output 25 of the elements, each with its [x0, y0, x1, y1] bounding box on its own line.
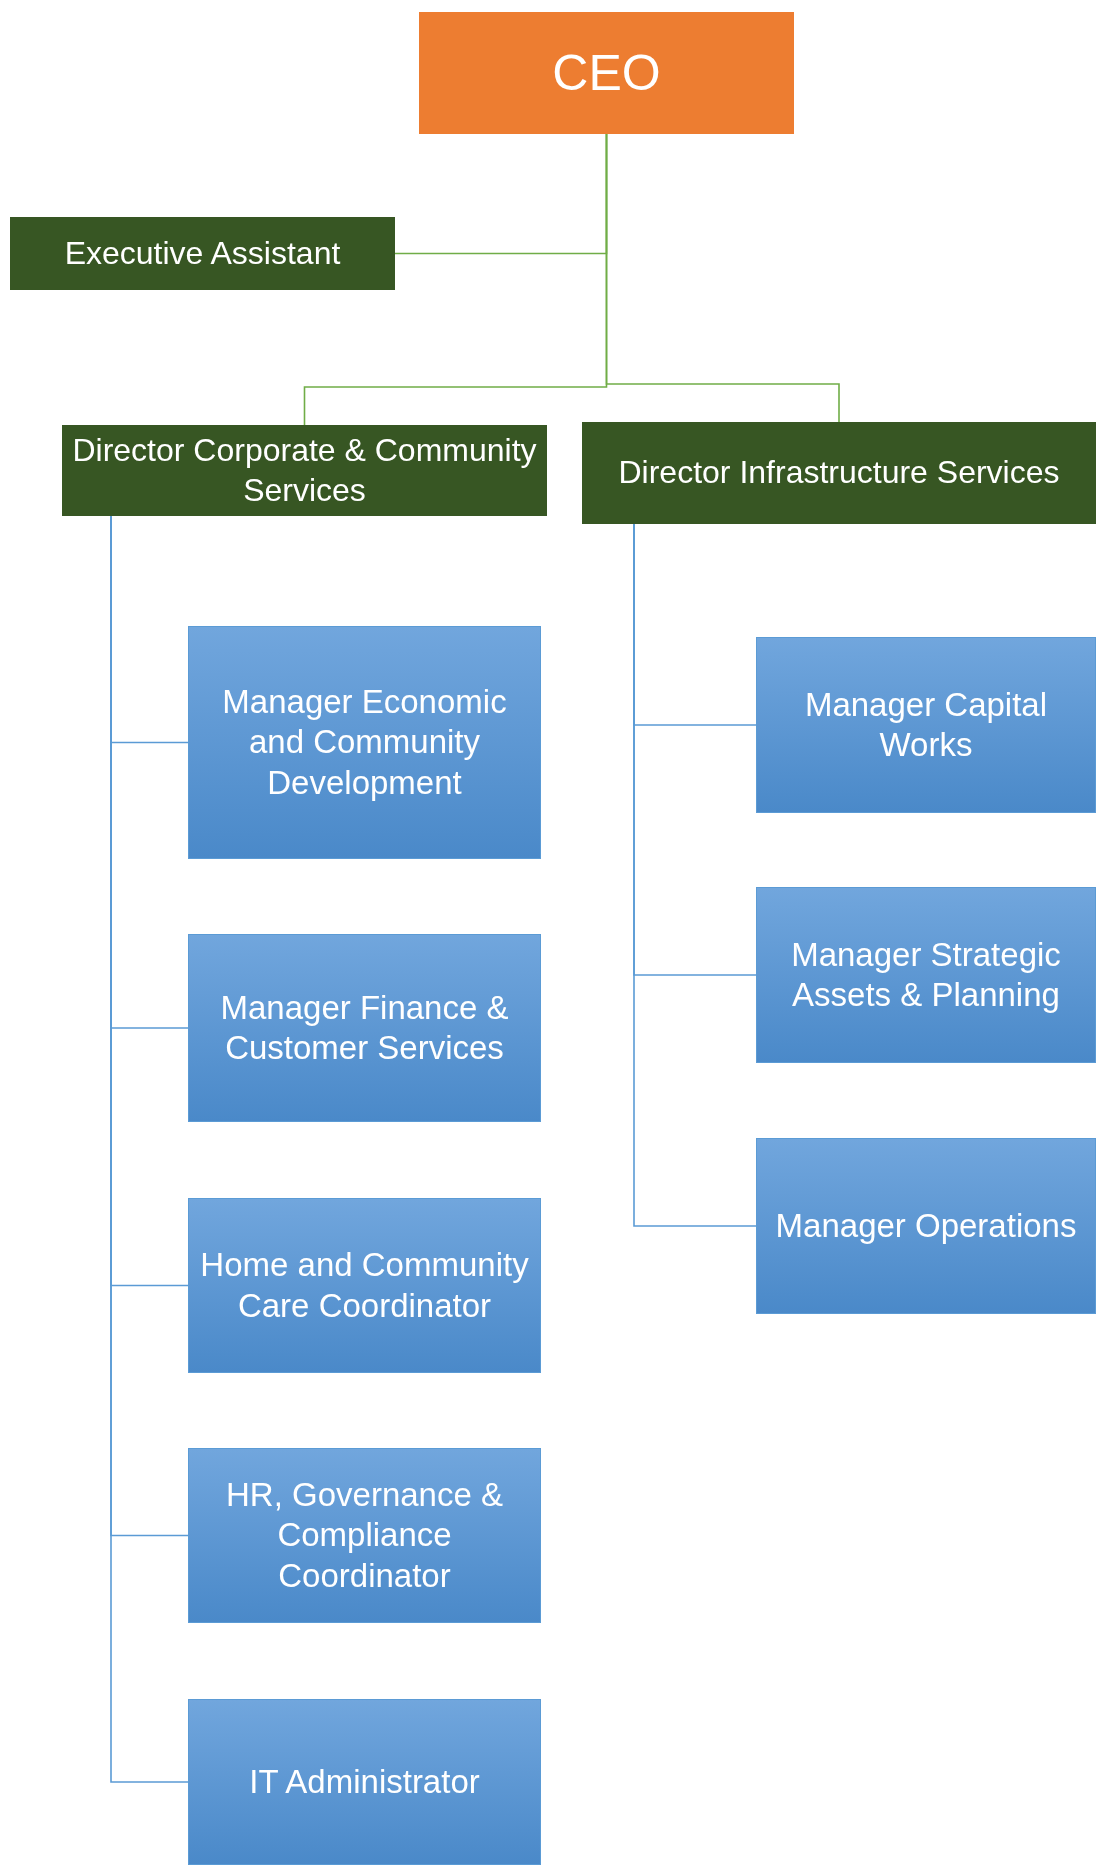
manager-box [188, 1699, 541, 1865]
role-title: IT Administrator [249, 1761, 480, 1802]
role-title: Director Corporate & Community Services [71, 431, 538, 510]
director-box [582, 422, 1096, 524]
connector-line [605, 133, 840, 423]
role-title: HR, Governance & Compliance Coordinator [225, 1475, 504, 1596]
manager-box [756, 887, 1096, 1063]
role-title: Home and Community Care Coordinator [199, 1245, 530, 1326]
role-title: CEO [552, 43, 661, 103]
manager-box [188, 1448, 541, 1623]
executive-box [419, 12, 794, 134]
role-title: Manager Economic and Community Development [221, 682, 508, 803]
manager-box [188, 1198, 541, 1373]
director-box [62, 425, 547, 516]
manager-box [188, 626, 541, 859]
role-title: Manager Capital Works [803, 684, 1049, 765]
role-title: Director Infrastructure Services [618, 453, 1060, 493]
director-box [10, 217, 395, 290]
role-title: Manager Strategic Assets & Planning [790, 934, 1062, 1015]
manager-box [756, 637, 1096, 813]
role-title: Manager Finance & Customer Services [219, 987, 510, 1068]
role-title: Executive Assistant [64, 234, 341, 273]
manager-box [188, 934, 541, 1122]
manager-box [756, 1138, 1096, 1314]
role-title: Manager Operations [775, 1205, 1077, 1246]
